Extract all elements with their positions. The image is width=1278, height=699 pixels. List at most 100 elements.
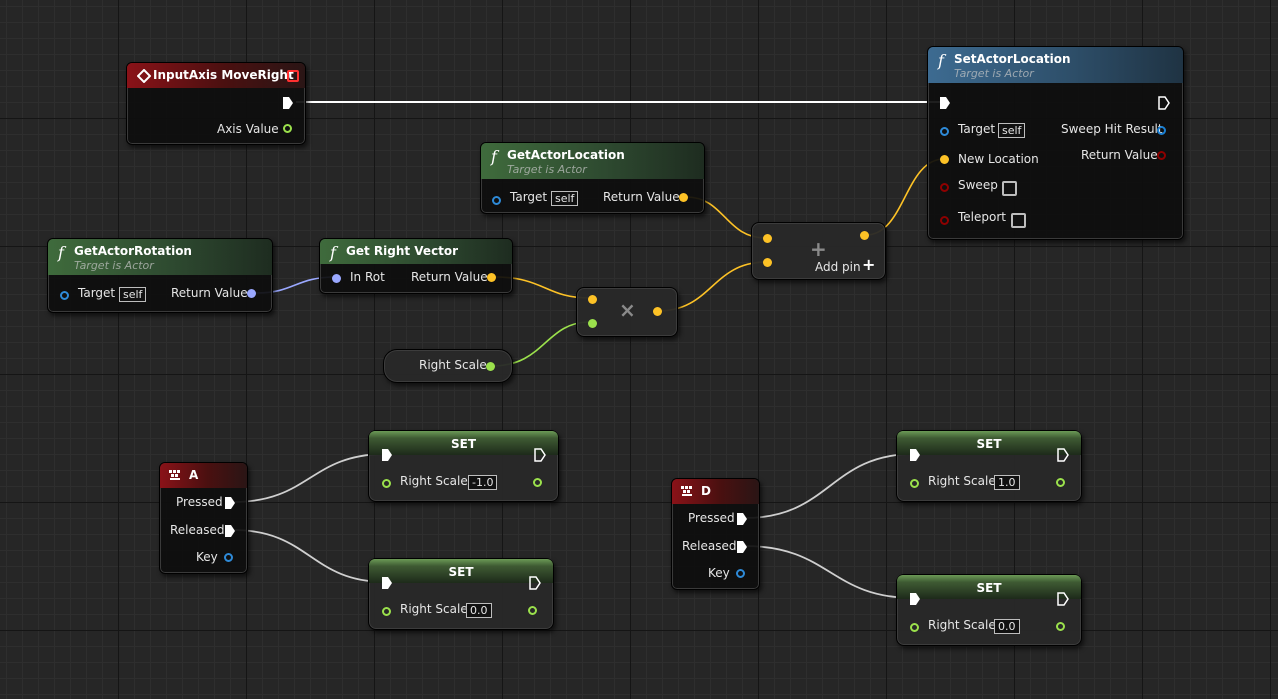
set-actor-location-exec-out-pin[interactable] xyxy=(1158,96,1170,110)
add-pin-label[interactable]: Add pin xyxy=(815,260,861,274)
exec-wire-a-pressed xyxy=(232,453,387,503)
get-actor-location-node[interactable]: f GetActorLocation Target is Actor Targe… xyxy=(480,142,705,214)
set-node-header[interactable]: SET xyxy=(369,431,558,455)
set-exec-in-pin[interactable] xyxy=(909,448,921,462)
set-value-input[interactable]: 1.0 xyxy=(994,475,1020,490)
get-actor-rotation-subtitle: Target is Actor xyxy=(74,259,154,272)
set-value-out-pin[interactable] xyxy=(1056,478,1065,487)
sweep-hit-result-pin[interactable] xyxy=(1157,126,1166,135)
right-scale-getter-pin[interactable] xyxy=(486,362,495,371)
set-value-input[interactable]: -1.0 xyxy=(468,475,498,490)
get-actor-rotation-title: GetActorRotation xyxy=(74,244,192,258)
axis-value-label: Axis Value xyxy=(217,122,279,136)
set-actor-location-target-self[interactable]: self xyxy=(998,123,1026,138)
get-actor-location-return-pin[interactable] xyxy=(679,193,688,202)
set-actor-location-header[interactable]: f SetActorLocation Target is Actor xyxy=(928,47,1183,83)
add-output-pin[interactable] xyxy=(860,231,869,240)
get-actor-location-subtitle: Target is Actor xyxy=(507,163,587,176)
set-exec-out-pin[interactable] xyxy=(529,576,541,590)
set-actor-location-return-pin[interactable] xyxy=(1157,151,1166,160)
get-actor-location-target-pin[interactable] xyxy=(492,196,501,205)
key-a-released-label: Released xyxy=(170,523,225,537)
get-actor-location-header[interactable]: f GetActorLocation Target is Actor xyxy=(481,143,704,179)
set-exec-out-pin[interactable] xyxy=(534,448,546,462)
input-axis-exec-out-pin[interactable] xyxy=(282,96,294,110)
axis-value-pin[interactable] xyxy=(283,124,292,133)
key-a-released-pin[interactable] xyxy=(224,524,236,538)
sweep-label: Sweep xyxy=(958,178,998,192)
key-d-released-pin[interactable] xyxy=(736,540,748,554)
function-icon: f xyxy=(491,147,497,166)
get-right-vector-node[interactable]: f Get Right Vector In Rot Return Value xyxy=(319,238,513,294)
sweep-checkbox[interactable] xyxy=(1002,181,1017,196)
sweep-pin[interactable] xyxy=(940,183,949,192)
input-axis-title: InputAxis MoveRight xyxy=(153,68,294,82)
vector-add-node[interactable]: + Add pin + xyxy=(751,222,886,280)
get-actor-rotation-return-pin[interactable] xyxy=(247,289,256,298)
set-value-out-pin[interactable] xyxy=(528,606,537,615)
set-node-header[interactable]: SET xyxy=(897,575,1081,599)
add-input-a-pin[interactable] xyxy=(763,234,772,243)
set-exec-in-pin[interactable] xyxy=(909,592,921,606)
key-a-key-label: Key xyxy=(196,550,218,564)
set-value-in-pin[interactable] xyxy=(910,623,919,632)
get-right-vector-return-label: Return Value xyxy=(411,270,488,284)
key-d-node[interactable]: D Pressed Released Key xyxy=(671,478,760,590)
set-actor-location-exec-in-pin[interactable] xyxy=(939,96,951,110)
set-exec-out-pin[interactable] xyxy=(1057,592,1069,606)
key-a-header[interactable]: A xyxy=(160,463,247,488)
set-actor-location-target-pin[interactable] xyxy=(940,127,949,136)
set-value-in-pin[interactable] xyxy=(382,479,391,488)
key-d-pressed-pin[interactable] xyxy=(736,512,748,526)
set-value-out-pin[interactable] xyxy=(533,478,542,487)
key-a-node[interactable]: A Pressed Released Key xyxy=(159,462,248,574)
teleport-checkbox[interactable] xyxy=(1011,213,1026,228)
set-exec-in-pin[interactable] xyxy=(381,576,393,590)
get-actor-rotation-node[interactable]: f GetActorRotation Target is Actor Targe… xyxy=(47,238,273,313)
set-right-scale-node[interactable]: SET Right Scale -1.0 xyxy=(368,430,559,502)
get-right-vector-header[interactable]: f Get Right Vector xyxy=(320,239,512,264)
in-rot-label: In Rot xyxy=(350,270,385,284)
multiply-input-b-pin[interactable] xyxy=(588,319,597,328)
vector-multiply-node[interactable]: × xyxy=(576,287,678,337)
exec-wire-a-released xyxy=(232,529,387,583)
key-a-pressed-pin[interactable] xyxy=(224,496,236,510)
get-actor-location-target-self[interactable]: self xyxy=(551,191,579,206)
set-value-input[interactable]: 0.0 xyxy=(994,619,1020,634)
set-value-in-pin[interactable] xyxy=(910,479,919,488)
set-right-scale-node[interactable]: SET Right Scale 0.0 xyxy=(896,574,1082,646)
multiply-output-pin[interactable] xyxy=(653,307,662,316)
set-node-header[interactable]: SET xyxy=(369,559,553,583)
in-rot-pin[interactable] xyxy=(332,274,341,283)
get-actor-rotation-target-pin[interactable] xyxy=(60,291,69,300)
key-a-key-pin[interactable] xyxy=(224,553,233,562)
set-value-out-pin[interactable] xyxy=(1056,622,1065,631)
set-value-in-pin[interactable] xyxy=(382,607,391,616)
set-exec-in-pin[interactable] xyxy=(381,448,393,462)
input-axis-diamond-icon xyxy=(137,69,151,83)
exec-wire-d-released xyxy=(744,545,915,599)
add-pin-icon[interactable]: + xyxy=(862,255,876,274)
get-actor-rotation-target-self[interactable]: self xyxy=(119,287,147,302)
get-actor-location-title: GetActorLocation xyxy=(507,148,625,162)
teleport-pin[interactable] xyxy=(940,216,949,225)
get-right-vector-return-pin[interactable] xyxy=(487,273,496,282)
get-actor-rotation-header[interactable]: f GetActorRotation Target is Actor xyxy=(48,239,272,275)
set-right-scale-node[interactable]: SET Right Scale 1.0 xyxy=(896,430,1082,502)
key-d-key-pin[interactable] xyxy=(736,569,745,578)
set-value-input[interactable]: 0.0 xyxy=(466,603,492,618)
key-d-header[interactable]: D xyxy=(672,479,759,504)
set-exec-out-pin[interactable] xyxy=(1057,448,1069,462)
input-axis-node[interactable]: InputAxis MoveRight Axis Value xyxy=(126,62,306,145)
multiply-symbol: × xyxy=(619,298,636,322)
set-node-header[interactable]: SET xyxy=(897,431,1081,455)
input-axis-header[interactable]: InputAxis MoveRight xyxy=(127,63,305,88)
set-actor-location-node[interactable]: f SetActorLocation Target is Actor Targe… xyxy=(927,46,1184,240)
get-actor-location-return-label: Return Value xyxy=(603,190,680,204)
multiply-input-a-pin[interactable] xyxy=(588,295,597,304)
right-scale-getter-node[interactable]: Right Scale xyxy=(383,349,513,383)
new-location-pin[interactable] xyxy=(940,155,949,164)
add-input-b-pin[interactable] xyxy=(763,258,772,267)
set-right-scale-node[interactable]: SET Right Scale 0.0 xyxy=(368,558,554,630)
set-actor-location-target-label: Target xyxy=(958,122,996,136)
